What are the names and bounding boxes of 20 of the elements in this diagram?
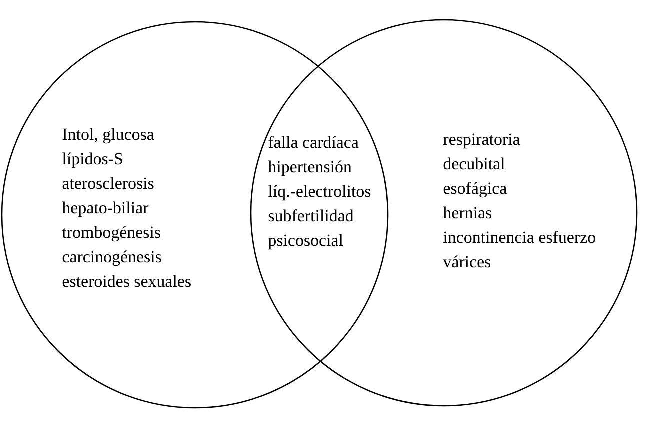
list-item: Intol, glucosa bbox=[62, 128, 154, 144]
list-item: incontinencia esfuerzo bbox=[444, 231, 596, 244]
list-item: psicosocial bbox=[268, 234, 344, 250]
list-item: hipertensión bbox=[268, 160, 352, 176]
list-item: aterosclerosis bbox=[62, 177, 154, 190]
list-item: lípidos-S bbox=[62, 152, 122, 168]
list-item: esteroides sexuales bbox=[62, 275, 191, 288]
venn-circle bbox=[1, 21, 389, 409]
list-item: líq.-electrolitos bbox=[268, 185, 371, 201]
list-item: subfertilidad bbox=[268, 210, 354, 222]
list-item: trombogénesis bbox=[62, 226, 160, 242]
list-item: carcinogénesis bbox=[62, 250, 162, 266]
list-item: hepato-biliar bbox=[62, 202, 149, 218]
list-item: decubital bbox=[444, 158, 505, 170]
list-item: esofágica bbox=[444, 182, 507, 198]
list-item: falla cardíaca bbox=[268, 136, 359, 148]
venn-circle bbox=[250, 19, 638, 407]
list-item: hernias bbox=[443, 206, 492, 219]
list-item: respiratoria bbox=[444, 134, 520, 149]
list-item: várices bbox=[443, 256, 491, 268]
